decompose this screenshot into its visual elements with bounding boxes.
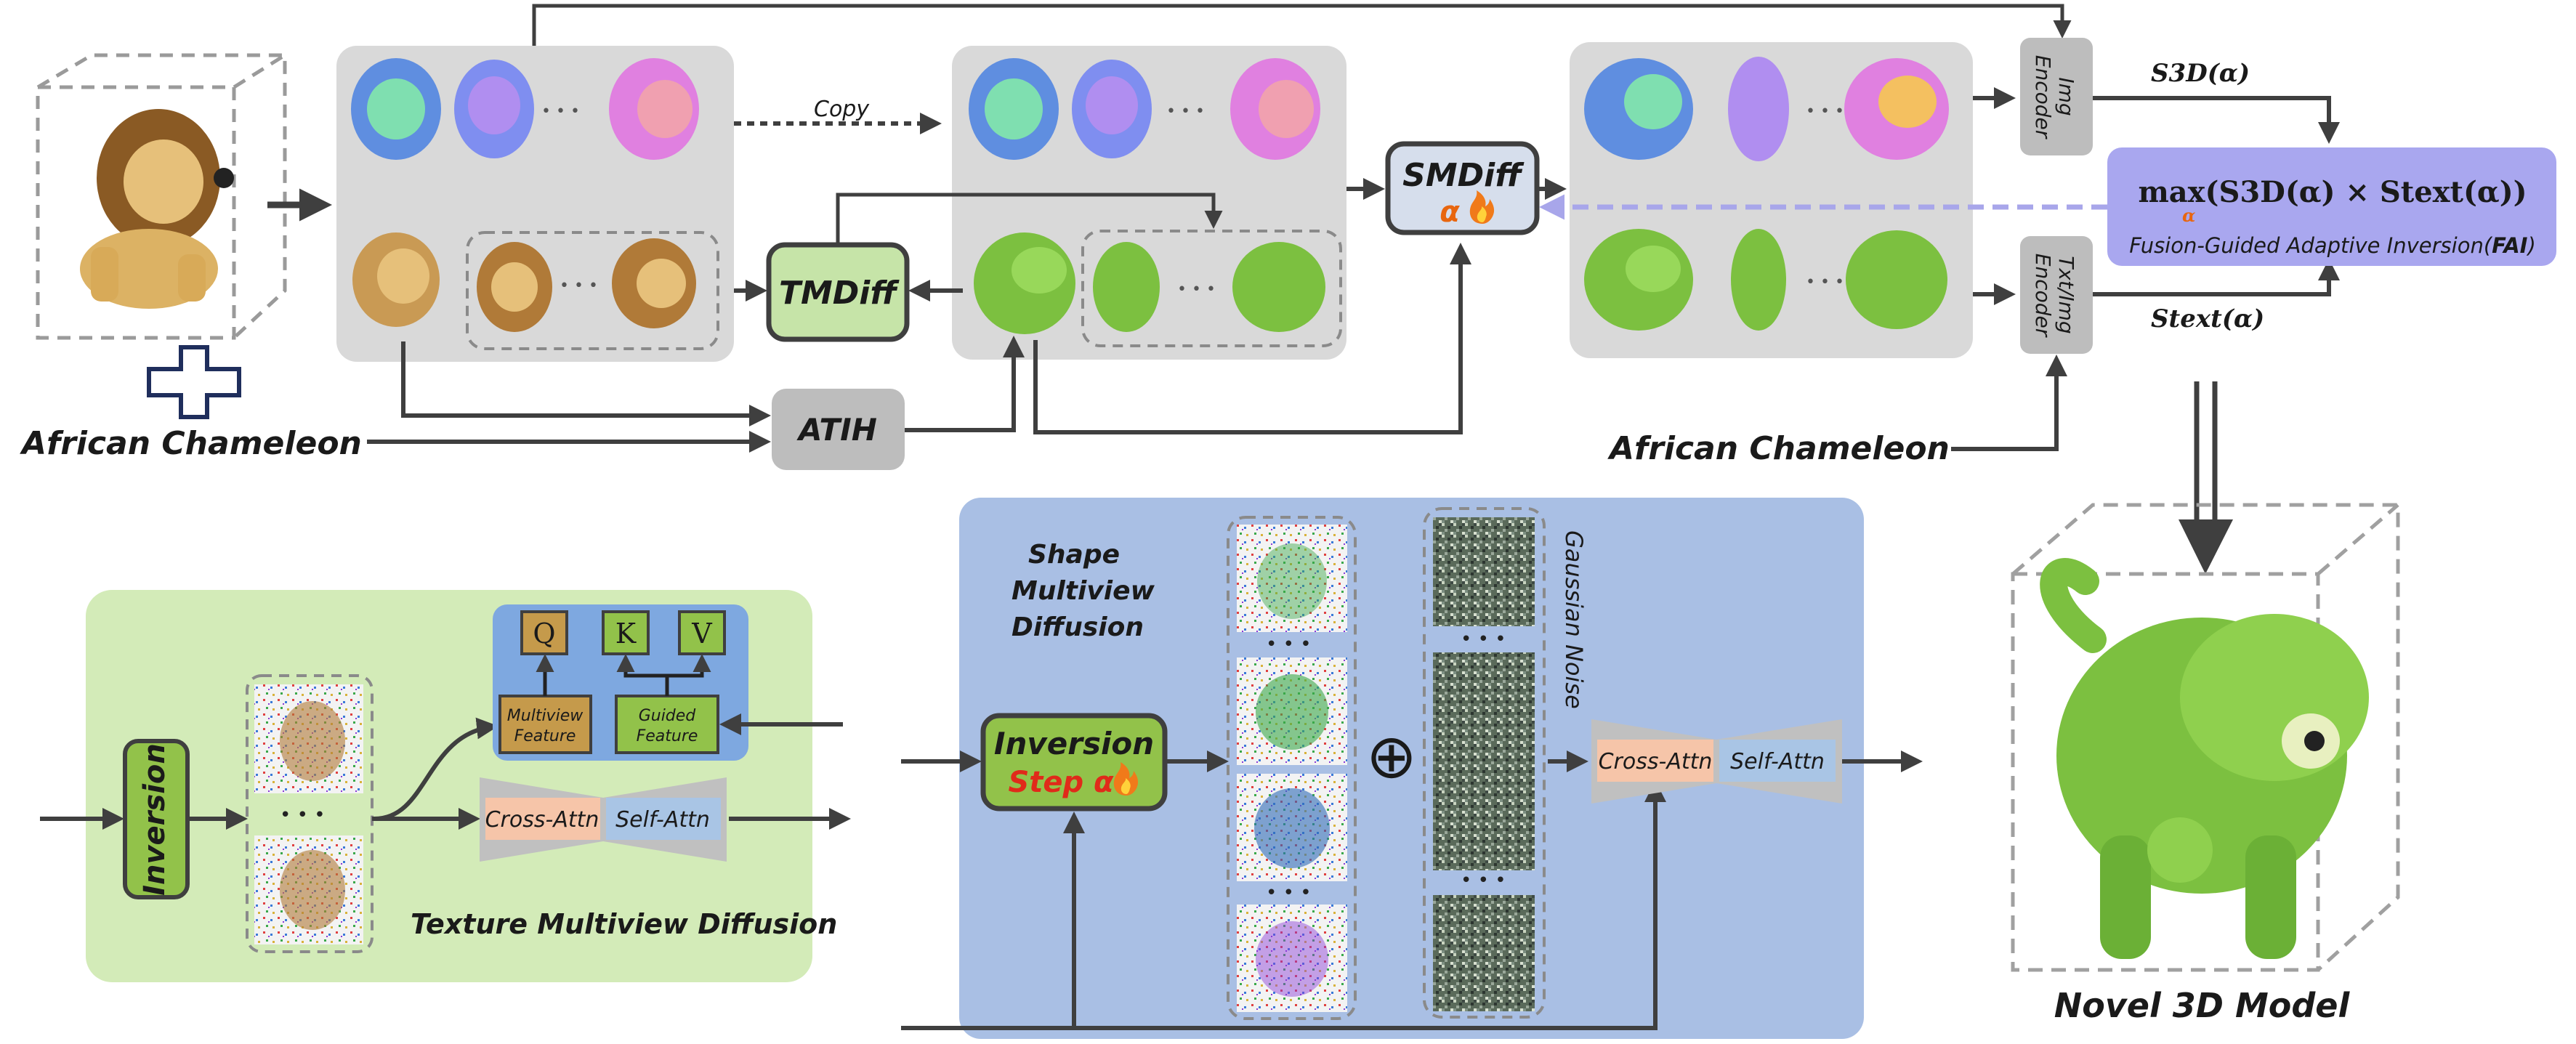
fire-icon (1469, 190, 1495, 224)
multiview-feature-label-1: Multiview (507, 707, 584, 725)
fai-caption: Fusion-Guided Adaptive Inversion(FAI) (2129, 233, 2536, 258)
shape-multiview-diffusion-panel (959, 498, 1864, 1039)
dots-shape-2: • • • (1266, 882, 1312, 904)
inversion-label-texture: Inversion (138, 743, 171, 896)
plus-icon (147, 345, 241, 419)
smdiff-output-panel: • • • • • • (1570, 42, 1973, 358)
shape-mv-label-1: Shape (1028, 540, 1120, 570)
african-chameleon-right-label: African Chameleon (1607, 430, 1950, 467)
atih-box: ATIH (772, 389, 905, 470)
cube-outline-icon (2011, 503, 2400, 972)
dots-normal-p1: • • • (541, 102, 580, 121)
qkv-panel: Q K V Multiview Feature Guided Feature (493, 604, 748, 761)
dots-noise-1: • • • (1461, 628, 1506, 650)
fire-icon (1113, 762, 1139, 796)
dots-lion-p1: • • • (560, 277, 598, 295)
gaussian-noise-label: Gaussian Noise (1560, 530, 1588, 709)
img-encoder-box: Img Encoder (2020, 38, 2093, 155)
txt-encoder-label-1: Txt/Img (2054, 256, 2078, 333)
self-attn-label-shape: Self-Attn (1730, 749, 1825, 774)
img-encoder-label-2: Encoder (2031, 55, 2055, 139)
rendered-views-panel: • • • • • • (336, 46, 734, 362)
cross-attn-label-texture: Cross-Attn (485, 807, 599, 833)
dots-noise-2: • • • (1461, 870, 1506, 891)
input-lion-cube (36, 53, 287, 340)
img-encoder-label-1: Img (2054, 77, 2078, 116)
tmdiff-label: TMDiff (779, 275, 900, 312)
smdiff-label: SMDiff (1402, 157, 1525, 194)
fai-box: max(S3D(α) × Stext(α)) α Fusion-Guided A… (2107, 147, 2556, 266)
shape-mv-label-2: Multiview (1012, 576, 1155, 606)
multiview-feature-label-2: Feature (514, 727, 576, 745)
guided-feature-label-1: Guided (639, 707, 697, 725)
shape-mv-label-3: Diffusion (1012, 612, 1144, 642)
inversion-step-box: Inversion Step α (980, 713, 1168, 812)
cross-attn-label-shape: Cross-Attn (1599, 749, 1713, 774)
gaussian-noise-column: • • • • • • (1423, 507, 1546, 1019)
smdiff-box: SMDiff α (1385, 141, 1540, 235)
dots-noisy-lion: • • • (280, 804, 326, 826)
noisy-lion-column: • • • (246, 674, 374, 953)
novel-3d-chameleon (2040, 558, 2369, 959)
novel-3d-model-label: Novel 3D Model (2054, 986, 2351, 1025)
q-label: Q (533, 618, 555, 650)
inversion-box-texture: Inversion (123, 739, 190, 899)
fai-alpha: α (2182, 205, 2195, 226)
step-alpha-label: Step α (1008, 766, 1114, 799)
dots-normal-p3: • • • (1806, 102, 1844, 121)
txt-img-encoder-box: Txt/Img Encoder (2020, 236, 2093, 354)
v-label: V (691, 618, 712, 650)
tmdiff-output-panel: • • • • • • (952, 46, 1346, 360)
tmdiff-box: TMDiff (766, 242, 910, 342)
stext-label: Stext(α) (2151, 304, 2264, 333)
guided-feature-label-2: Feature (637, 727, 698, 745)
smdiff-alpha: α (1440, 195, 1460, 229)
inversion-step-label: Inversion (994, 726, 1154, 761)
texture-multiview-diffusion-label: Texture Multiview Diffusion (411, 908, 837, 940)
atih-label: ATIH (796, 412, 877, 448)
dots-shape-1: • • • (1266, 634, 1312, 655)
txt-encoder-label-2: Encoder (2031, 254, 2055, 338)
s3d-label: S3D(α) (2151, 59, 2250, 88)
dots-green-p3: • • • (1806, 273, 1844, 291)
copy-label: Copy (814, 97, 870, 122)
dots-green-p2: • • • (1177, 280, 1216, 299)
noisy-shape-column: • • • • • • (1227, 516, 1357, 1020)
fai-formula: max(S3D(α) × Stext(α)) (2138, 175, 2527, 209)
double-down-arrow (2179, 381, 2233, 574)
attention-block-shape: Cross-Attn Self-Attn (1591, 719, 1842, 804)
african-chameleon-left-label: African Chameleon (20, 425, 362, 462)
oplus-symbol: ⊕ (1366, 721, 1417, 792)
dots-normal-p2: • • • (1166, 102, 1205, 121)
self-attn-label-texture: Self-Attn (615, 807, 710, 833)
k-label: K (615, 618, 637, 650)
attention-block-texture: Cross-Attn Self-Attn (480, 777, 727, 862)
